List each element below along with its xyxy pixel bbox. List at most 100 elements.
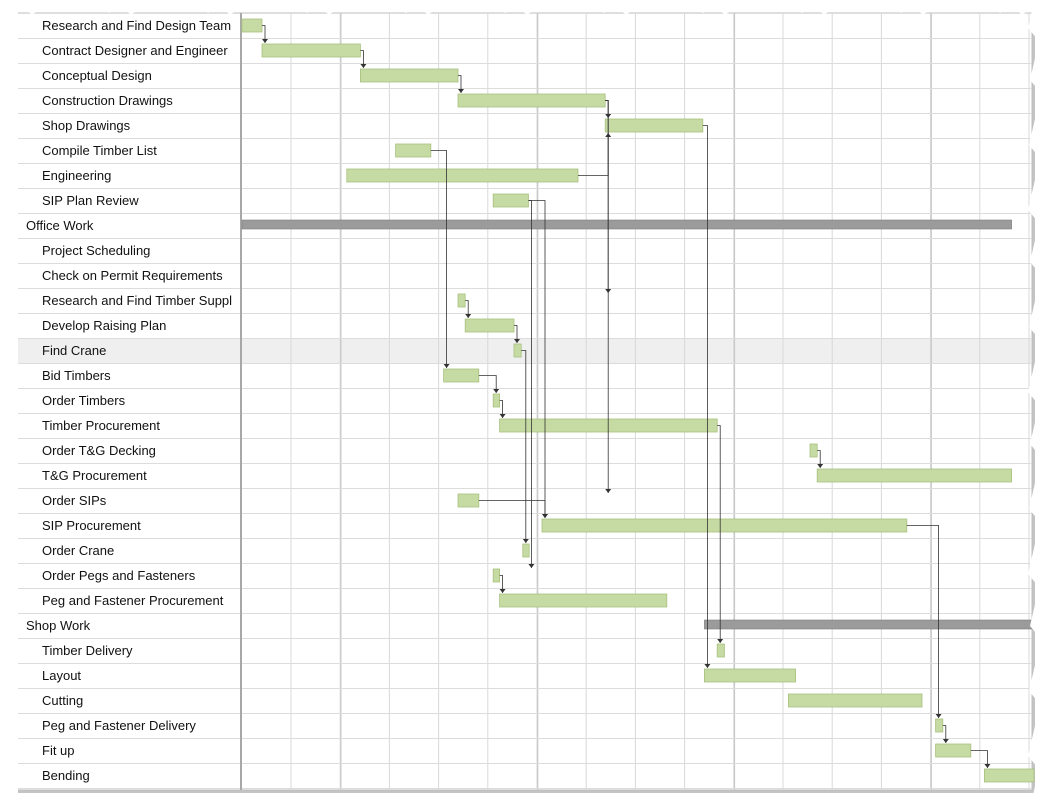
task-bar: [704, 668, 797, 683]
dependency-line: [465, 300, 469, 318]
dependency-line: [499, 400, 503, 418]
dependency-line: [514, 325, 518, 343]
dependency-arrow: [817, 464, 824, 468]
summary-bar: [241, 219, 1012, 230]
task-bar: [457, 93, 606, 108]
summary-task-label: Office Work: [26, 218, 94, 233]
task-bar: [492, 568, 501, 583]
task-label: Shop Drawings: [42, 118, 131, 133]
dependency-arrow: [465, 314, 472, 318]
dependency-arrow: [499, 589, 506, 593]
task-bar: [359, 68, 459, 83]
task-bar: [541, 518, 908, 533]
task-label: Bid Timbers: [42, 368, 111, 383]
task-label: Cutting: [42, 693, 83, 708]
task-label: T&G Procurement: [42, 468, 147, 483]
dependency-arrow: [493, 389, 500, 393]
task-label: Develop Raising Plan: [42, 318, 166, 333]
task-label: Construction Drawings: [42, 93, 173, 108]
task-bar: [816, 468, 1013, 483]
dependency-arrow: [542, 514, 548, 518]
task-bar: [513, 343, 522, 358]
task-bar: [499, 593, 668, 608]
task-label: Order Pegs and Fasteners: [42, 568, 196, 583]
dependency-arrow: [717, 639, 724, 643]
task-label: Order T&G Decking: [42, 443, 156, 458]
dependency-arrow: [935, 714, 942, 718]
task-bar: [604, 118, 704, 133]
task-label: Order Crane: [42, 543, 114, 558]
dependency-arrow: [704, 664, 711, 668]
task-label: Fit up: [42, 743, 75, 758]
torn-edge-top: [0, 0, 1055, 14]
dependency-arrow: [984, 764, 991, 768]
dependency-line: [717, 425, 721, 643]
task-label: Engineering: [42, 168, 111, 183]
dependency-line: [970, 750, 988, 768]
dependency-line: [528, 200, 546, 518]
task-bar: [395, 143, 432, 158]
task-label: Compile Timber List: [42, 143, 157, 158]
dependency-line: [360, 50, 364, 68]
task-label: Layout: [42, 668, 81, 683]
dependency-line: [521, 350, 527, 543]
dependency-arrow: [514, 339, 520, 343]
task-bar: [522, 543, 530, 558]
row-lines: [14, 38, 1032, 789]
timeline-grid: [290, 13, 1030, 790]
task-label: Check on Permit Requirements: [42, 268, 223, 283]
task-bar: [935, 718, 944, 733]
task-label: Research and Find Design Team: [42, 18, 231, 33]
dependency-arrow: [522, 539, 529, 543]
dependency-line: [499, 575, 503, 593]
dependency-arrow: [360, 64, 367, 68]
dependency-line: [817, 450, 821, 468]
torn-edge-bottom: [0, 797, 1055, 808]
dependency-arrow: [443, 364, 450, 368]
task-bar: [346, 168, 579, 183]
task-label: SIP Procurement: [42, 518, 141, 533]
task-label: SIP Plan Review: [42, 193, 139, 208]
dependency-arrow: [499, 414, 506, 418]
task-bar: [935, 743, 972, 758]
task-bar: [492, 393, 501, 408]
task-bar: [261, 43, 361, 58]
task-bar: [716, 643, 725, 658]
task-label: Bending: [42, 768, 90, 783]
dependency-arrow: [528, 564, 535, 568]
summary-task-label: Shop Work: [26, 618, 91, 633]
task-bar: [443, 368, 480, 383]
task-bar: [457, 293, 466, 308]
dependency-line: [458, 75, 462, 93]
page-background: [13, 12, 1033, 791]
task-bar: [492, 193, 529, 208]
task-bar: [984, 768, 1035, 783]
dependency-line: [478, 375, 497, 393]
dependency-line: [430, 150, 447, 368]
task-label: Conceptual Design: [42, 68, 152, 83]
task-label: Research and Find Timber Suppl: [42, 293, 232, 308]
task-bar: [457, 493, 480, 508]
task-label: Order SIPs: [42, 493, 107, 508]
dependency-line: [605, 100, 609, 493]
task-label: Timber Procurement: [42, 418, 160, 433]
dependency-links: [262, 25, 991, 768]
dependency-arrow: [605, 489, 612, 493]
task-label: Timber Delivery: [42, 643, 133, 658]
torn-edge-left: [0, 0, 18, 808]
task-label: Contract Designer and Engineer: [42, 43, 228, 58]
torn-edge-right: [1028, 0, 1055, 808]
dependency-line: [528, 200, 532, 568]
task-bar: [241, 18, 263, 33]
summary-bar: [704, 619, 1035, 630]
task-label: Find Crane: [42, 343, 106, 358]
task-label: Project Scheduling: [42, 243, 150, 258]
dependency-line: [262, 25, 266, 43]
dependency-arrow: [262, 39, 268, 43]
task-bar: [464, 318, 515, 333]
dependency-line: [906, 525, 939, 718]
task-bar: [809, 443, 818, 458]
